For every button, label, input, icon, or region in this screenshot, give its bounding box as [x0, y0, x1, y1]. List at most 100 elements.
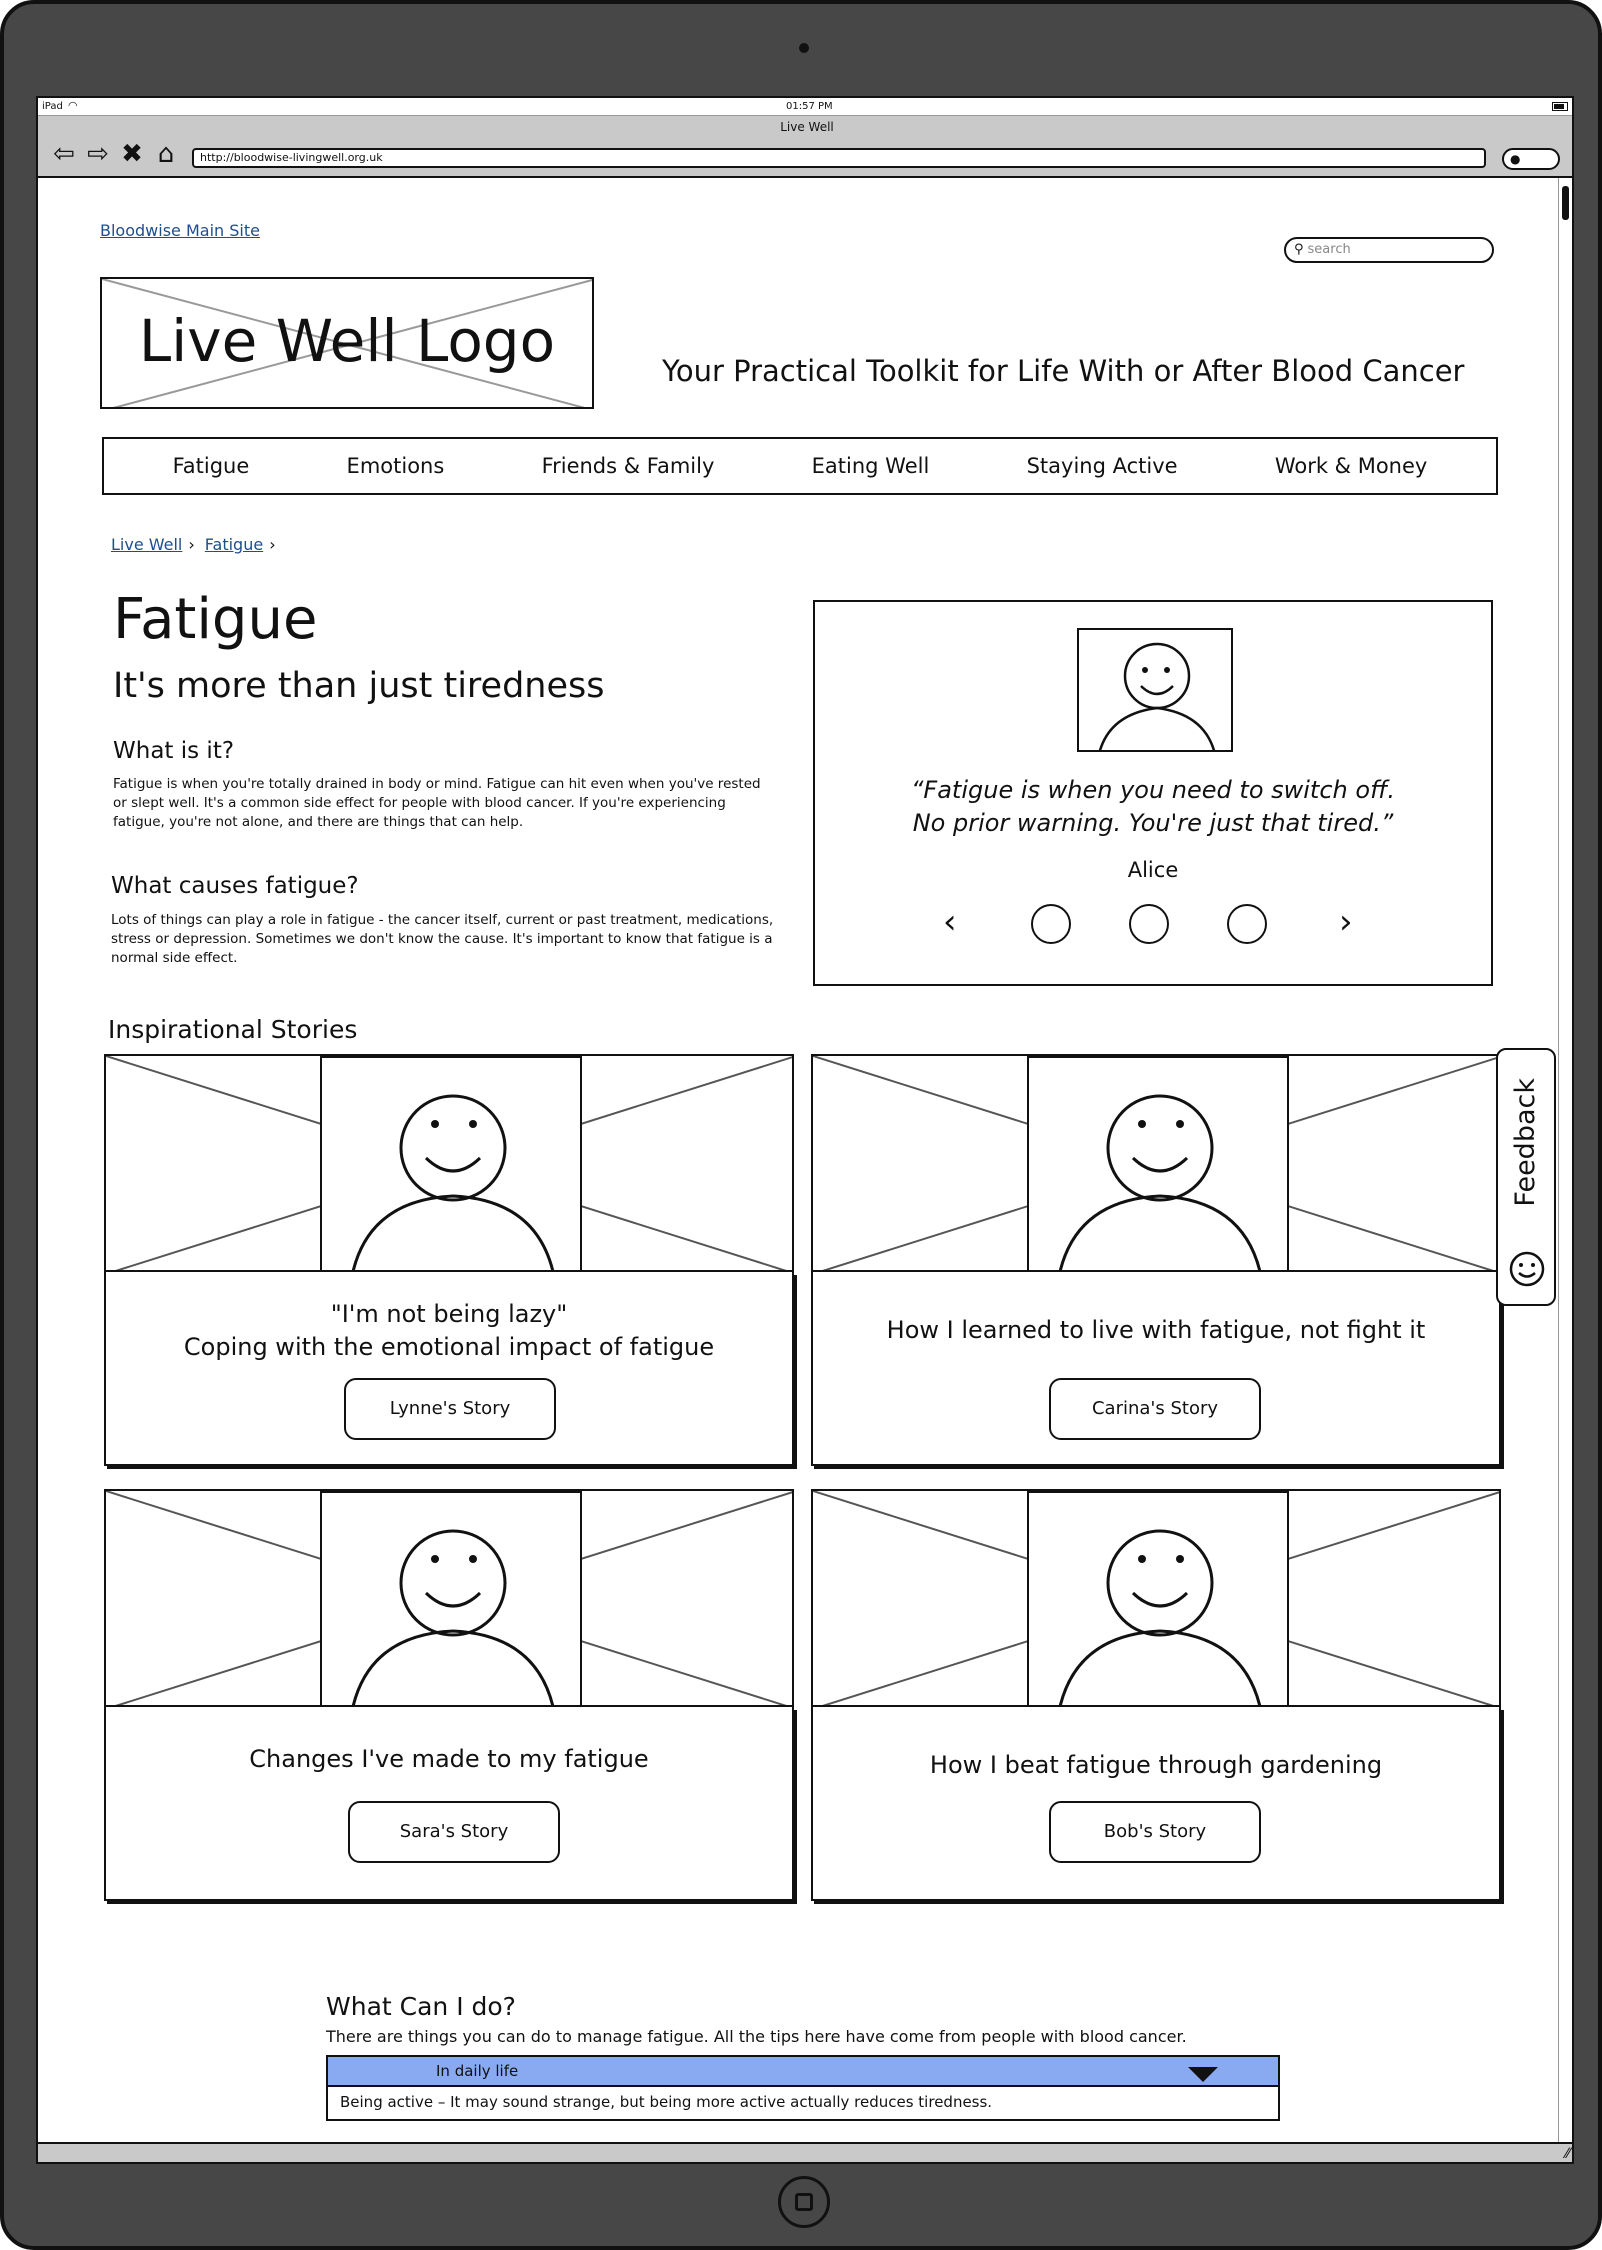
window-title: Live Well: [780, 120, 834, 134]
what-can-i-do-heading: What Can I do?: [326, 1992, 516, 2021]
feedback-tab[interactable]: Feedback: [1496, 1048, 1556, 1306]
story-title: Changes I've made to my fatigue: [106, 1743, 792, 1776]
home-button[interactable]: [778, 2176, 830, 2228]
carousel-dot[interactable]: [1031, 904, 1071, 944]
story-image: [811, 1489, 1501, 1707]
scrollbar-thumb[interactable]: [1562, 186, 1569, 220]
smiley-icon: [1509, 1251, 1545, 1287]
carousel-dot[interactable]: [1129, 904, 1169, 944]
story-image: [104, 1054, 794, 1272]
story-title: "I'm not being lazy" Coping with the emo…: [106, 1298, 792, 1364]
story-title-line: "I'm not being lazy": [330, 1300, 568, 1328]
story-title: How I learned to live with fatigue, not …: [813, 1314, 1499, 1347]
nav-item-emotions[interactable]: Emotions: [346, 454, 445, 478]
page-subtitle: It's more than just tiredness: [113, 666, 605, 706]
quote-line: No prior warning. You're just that tired…: [912, 809, 1394, 837]
story-card-body: How I learned to live with fatigue, not …: [811, 1272, 1501, 1466]
browser-bottom-bar: ⁄⁄: [38, 2142, 1572, 2162]
nav-item-work-money[interactable]: Work & Money: [1274, 454, 1428, 478]
browser-nav-buttons: ⇦ ⇨ ✖ ⌂: [50, 140, 180, 168]
search-placeholder: search: [1307, 242, 1351, 257]
story-title-line: Changes I've made to my fatigue: [249, 1745, 649, 1773]
home-square-icon: [795, 2193, 813, 2211]
story-title: How I beat fatigue through gardening: [813, 1749, 1499, 1782]
nav-item-eating-well[interactable]: Eating Well: [811, 454, 930, 478]
chevron-right-icon: ›: [188, 535, 195, 554]
section-heading-causes: What causes fatigue?: [111, 873, 359, 899]
section-text-causes: Lots of things can play a role in fatigu…: [111, 912, 774, 966]
person-icon: [1098, 642, 1216, 750]
breadcrumb-live-well[interactable]: Live Well: [111, 535, 183, 554]
accordion-item: Being active – It may sound strange, but…: [340, 2093, 993, 2111]
carinas-story-button[interactable]: Carina's Story: [1049, 1378, 1261, 1440]
main-nav: Fatigue Emotions Friends & Family Eating…: [102, 437, 1498, 495]
story-title-line: How I learned to live with fatigue, not …: [886, 1316, 1426, 1344]
logo-text: Live Well Logo: [138, 307, 556, 375]
quote-line: “Fatigue is when you need to switch off.: [910, 776, 1396, 804]
story-card-body: How I beat fatigue through gardening Bob…: [811, 1707, 1501, 1901]
story-image: [811, 1054, 1501, 1272]
site-search-input[interactable]: ⚲search: [1284, 237, 1494, 263]
search-icon: ⚲: [1294, 242, 1304, 257]
nav-item-friends-family[interactable]: Friends & Family: [541, 454, 715, 478]
battery-icon: [1552, 102, 1568, 111]
close-icon[interactable]: ✖: [121, 139, 143, 169]
story-card-body: "I'm not being lazy" Coping with the emo…: [104, 1272, 794, 1466]
feedback-label: Feedback: [1510, 1078, 1541, 1207]
avatar: [1077, 628, 1233, 752]
browser-search-button[interactable]: ●: [1502, 148, 1560, 170]
carousel-controls: ‹ ›: [943, 902, 1363, 946]
forward-arrow-icon[interactable]: ⇨: [87, 139, 109, 169]
logo-placeholder: Live Well Logo: [100, 277, 594, 409]
chevron-down-icon: [1188, 2067, 1218, 2082]
section-text-what-is-it: Fatigue is when you're totally drained i…: [113, 776, 761, 830]
story-card-body: Changes I've made to my fatigue Sara's S…: [104, 1707, 794, 1901]
section-heading-what-is-it: What is it?: [113, 738, 235, 764]
story-title-line: Coping with the emotional impact of fati…: [183, 1333, 715, 1361]
saras-story-button[interactable]: Sara's Story: [348, 1801, 560, 1863]
url-input[interactable]: http://bloodwise-livingwell.org.uk: [192, 148, 1486, 168]
search-icon: ●: [1510, 152, 1521, 166]
image-placeholder-cross: [102, 279, 592, 407]
browser-toolbar: Live Well ⇦ ⇨ ✖ ⌂ http://bloodwise-livin…: [38, 116, 1572, 178]
chevron-right-icon: ›: [269, 535, 276, 554]
carousel-dot[interactable]: [1227, 904, 1267, 944]
vertical-scrollbar[interactable]: [1558, 178, 1572, 2142]
person-icon: [1027, 1491, 1289, 1705]
page-title: Fatigue: [113, 587, 318, 652]
stories-heading: Inspirational Stories: [108, 1015, 358, 1044]
home-icon[interactable]: ⌂: [157, 139, 175, 169]
chevron-left-icon[interactable]: ‹: [943, 902, 957, 942]
status-time: 01:57 PM: [786, 101, 833, 112]
person-icon: [320, 1491, 582, 1705]
accordion-header-label: In daily life: [436, 2062, 519, 2080]
site-tagline: Your Practical Toolkit for Life With or …: [662, 354, 1465, 388]
wifi-icon: ◠: [68, 99, 78, 112]
quote-carousel: “Fatigue is when you need to switch off.…: [813, 600, 1493, 986]
nav-item-staying-active[interactable]: Staying Active: [1026, 454, 1178, 478]
main-site-link[interactable]: Bloodwise Main Site: [100, 221, 260, 240]
camera-dot: [799, 43, 809, 53]
web-page: Bloodwise Main Site ⚲search Live Well Lo…: [38, 178, 1560, 2142]
quote-author: Alice: [1127, 858, 1179, 882]
nav-item-fatigue[interactable]: Fatigue: [172, 454, 250, 478]
story-title-line: How I beat fatigue through gardening: [929, 1751, 1383, 1779]
tips-accordion: In daily life Being active – It may soun…: [326, 2055, 1280, 2121]
person-icon: [1027, 1056, 1289, 1270]
device-screen: iPad ◠ 01:57 PM Live Well ⇦ ⇨ ✖ ⌂ http:/…: [36, 96, 1574, 2164]
quote-text: “Fatigue is when you need to switch off.…: [815, 774, 1491, 840]
chevron-right-icon[interactable]: ›: [1339, 902, 1353, 942]
breadcrumb: Live Well › Fatigue ›: [111, 535, 286, 554]
device-label: iPad: [42, 101, 63, 112]
lynnes-story-button[interactable]: Lynne's Story: [344, 1378, 556, 1440]
story-image: [104, 1489, 794, 1707]
status-bar: iPad ◠ 01:57 PM: [38, 98, 1572, 116]
bobs-story-button[interactable]: Bob's Story: [1049, 1801, 1261, 1863]
what-can-i-do-text: There are things you can do to manage fa…: [326, 2027, 1187, 2046]
back-arrow-icon[interactable]: ⇦: [53, 139, 75, 169]
resize-grip-icon[interactable]: ⁄⁄: [1565, 2146, 1570, 2162]
breadcrumb-fatigue[interactable]: Fatigue: [204, 535, 264, 554]
person-icon: [320, 1056, 582, 1270]
accordion-header[interactable]: In daily life: [328, 2057, 1278, 2087]
